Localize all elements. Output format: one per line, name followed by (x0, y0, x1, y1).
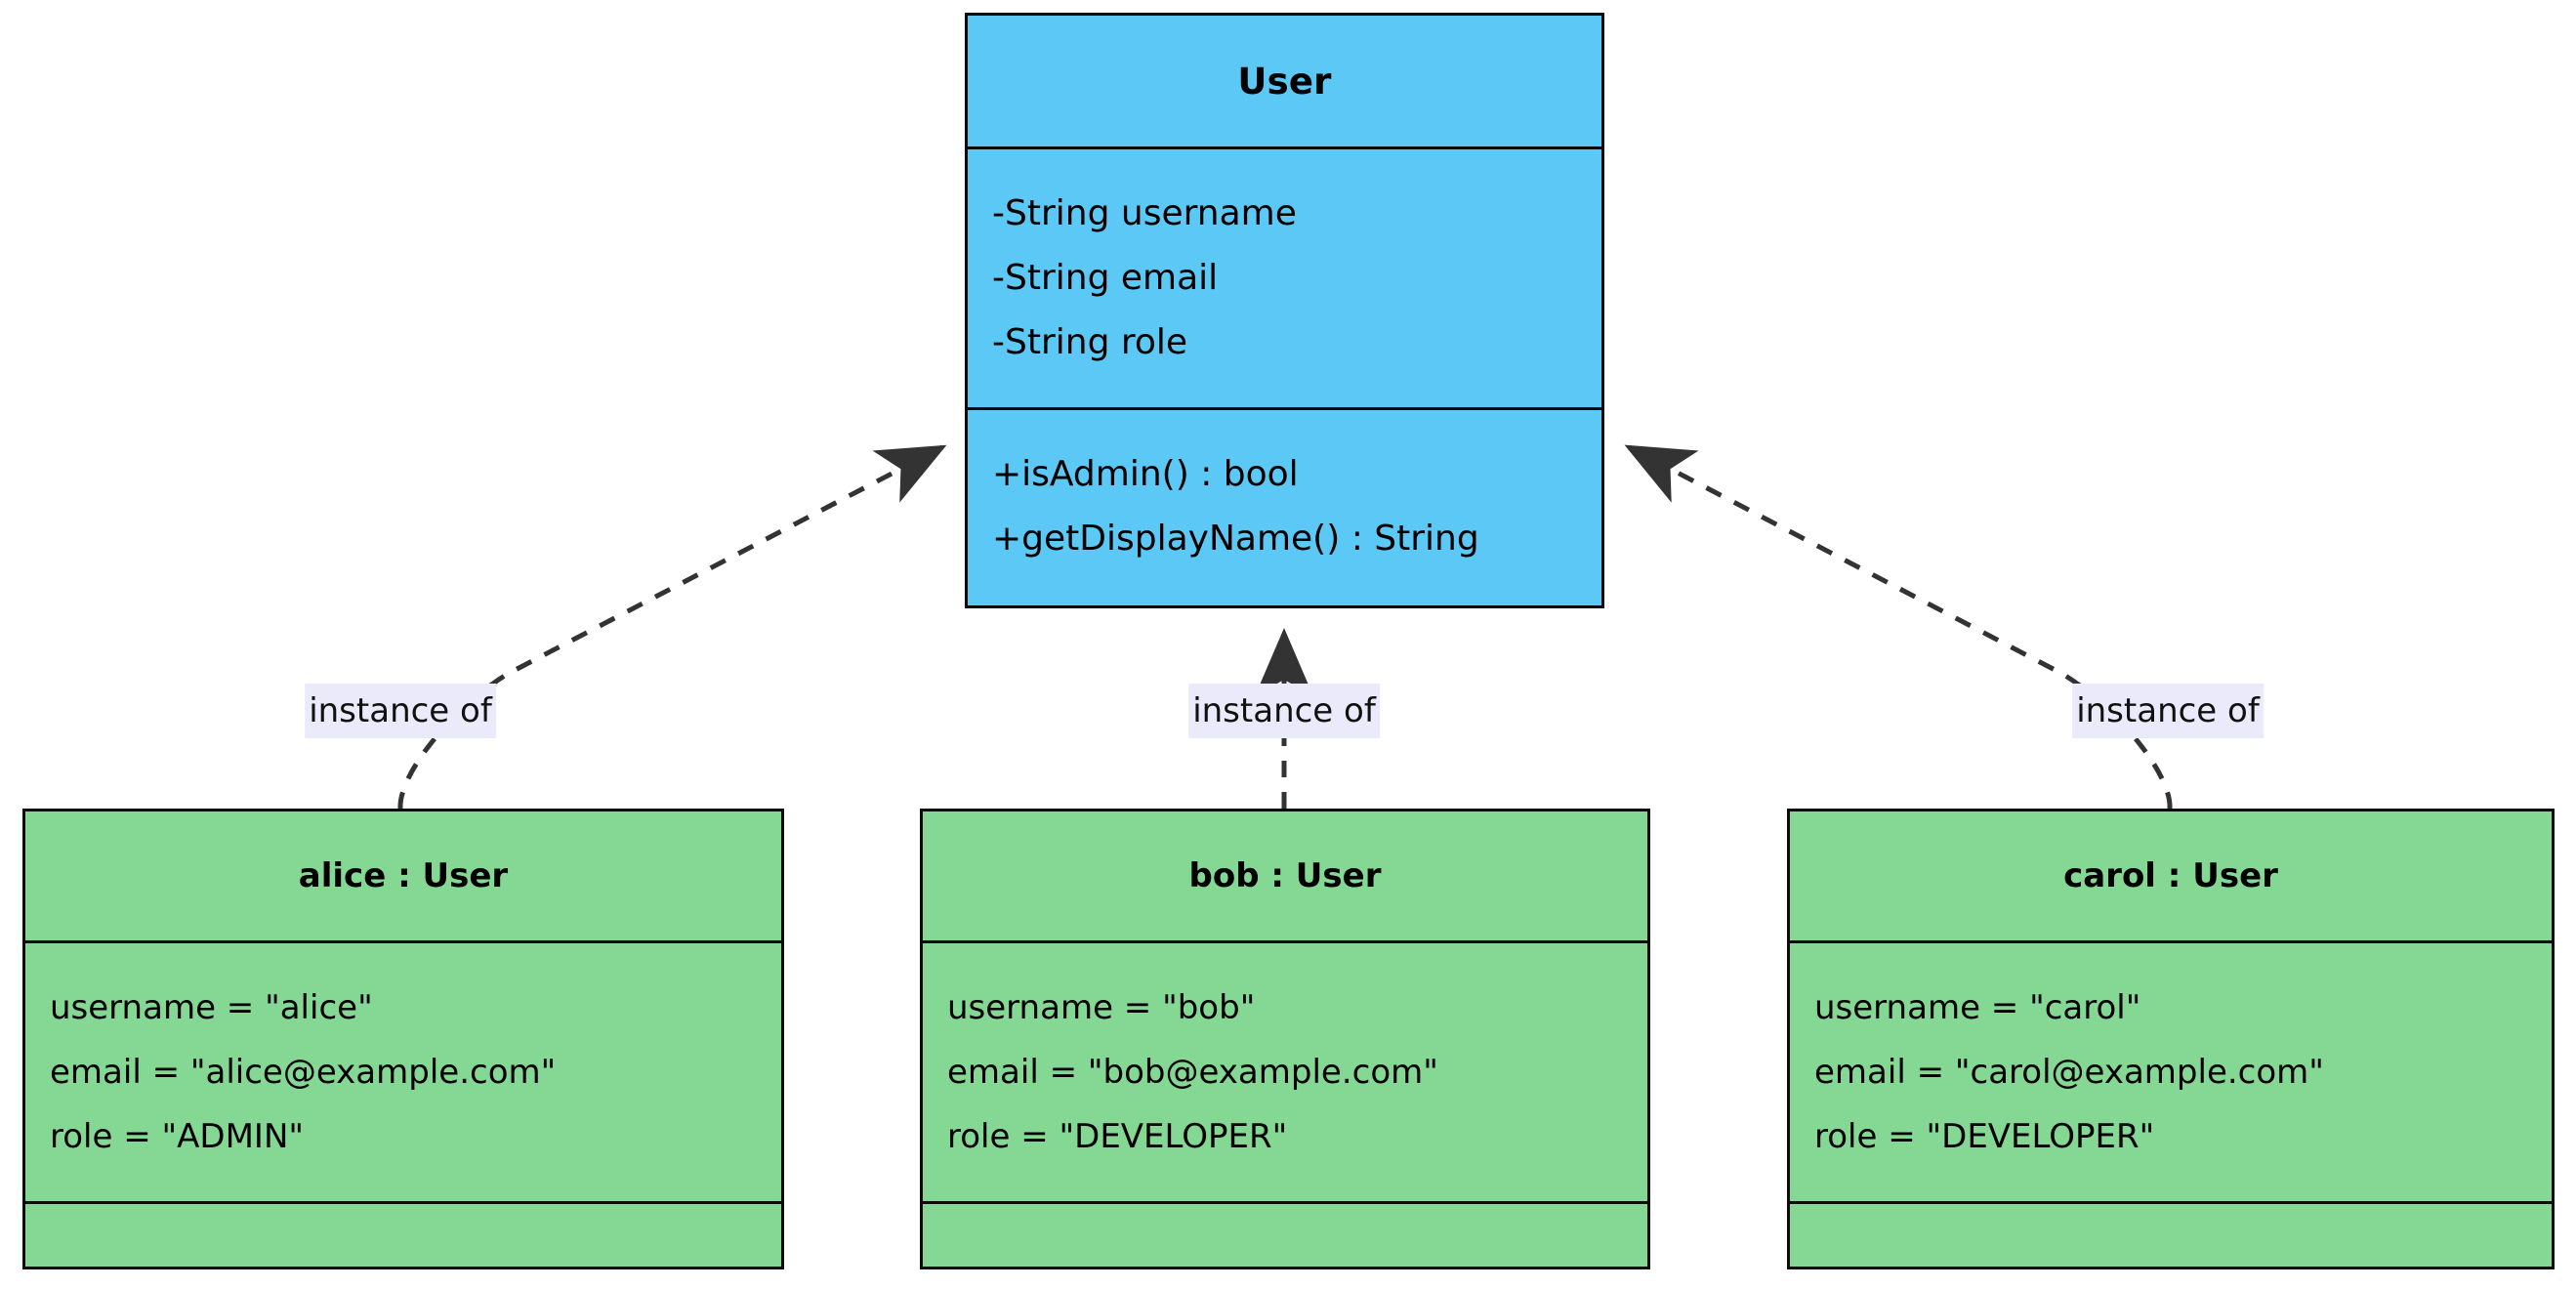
class-title-compartment: User (968, 16, 1601, 146)
object-slots-compartment: username = "carol" email = "carol@exampl… (1790, 940, 2552, 1201)
edge-label-alice-instance-of: instance of (305, 684, 496, 738)
object-slot: username = "alice" (50, 988, 373, 1027)
class-operation: +getDisplayName() : String (992, 518, 1479, 559)
class-operation: +isAdmin() : bool (992, 453, 1299, 494)
object-name-label: alice : User (298, 856, 509, 895)
edge-label-bob-instance-of: instance of (1188, 684, 1380, 738)
object-title-compartment: alice : User (25, 811, 781, 940)
object-slot: role = "DEVELOPER" (947, 1117, 1288, 1156)
edge-label-carol-instance-of: instance of (2072, 684, 2264, 738)
object-slot: role = "ADMIN" (50, 1117, 305, 1156)
class-node-user[interactable]: User -String username -String email -Str… (965, 13, 1604, 608)
object-slot: email = "bob@example.com" (947, 1053, 1438, 1092)
object-slots-compartment: username = "alice" email = "alice@exampl… (25, 940, 781, 1201)
class-attribute: -String email (992, 258, 1219, 298)
class-name-label: User (1237, 60, 1332, 103)
object-title-compartment: carol : User (1790, 811, 2552, 940)
object-slot: username = "bob" (947, 988, 1256, 1027)
object-empty-compartment (923, 1201, 1647, 1267)
edge-carol-instance-of (1624, 444, 2173, 810)
object-name-label: bob : User (1188, 856, 1382, 895)
object-slots-compartment: username = "bob" email = "bob@example.co… (923, 940, 1647, 1201)
object-name-label: carol : User (2063, 856, 2278, 895)
class-attribute: -String username (992, 193, 1297, 233)
object-title-compartment: bob : User (923, 811, 1647, 940)
object-slot: email = "carol@example.com" (1814, 1053, 2324, 1092)
edge-alice-instance-of (397, 444, 947, 810)
object-node-bob[interactable]: bob : User username = "bob" email = "bob… (920, 809, 1650, 1269)
object-empty-compartment (25, 1201, 781, 1267)
class-attributes-compartment: -String username -String email -String r… (968, 146, 1601, 407)
object-slot: email = "alice@example.com" (50, 1053, 557, 1092)
object-empty-compartment (1790, 1201, 2552, 1267)
class-attribute: -String role (992, 322, 1188, 362)
object-slot: username = "carol" (1814, 988, 2141, 1027)
object-node-carol[interactable]: carol : User username = "carol" email = … (1787, 809, 2555, 1269)
object-slot: role = "DEVELOPER" (1814, 1117, 2155, 1156)
object-node-alice[interactable]: alice : User username = "alice" email = … (22, 809, 784, 1269)
class-operations-compartment: +isAdmin() : bool +getDisplayName() : St… (968, 407, 1601, 603)
